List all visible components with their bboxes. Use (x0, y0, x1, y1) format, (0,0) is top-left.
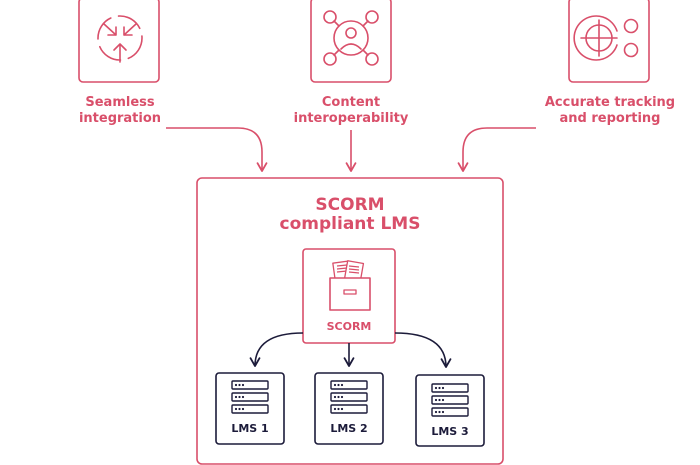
feature-seamless-integration: Seamless integration (78, 0, 161, 126)
feature-label-line2: integration (79, 111, 161, 126)
lms-server-box (314, 372, 384, 445)
server-icon (330, 380, 368, 414)
lms-server-label: LMS 1 (231, 422, 268, 435)
feature-icon-box (310, 0, 392, 83)
lms-server-box (215, 372, 285, 445)
seamless-integration-icon (97, 15, 143, 63)
feature-content-interoperability: Content interoperability (294, 0, 409, 126)
lms-server-3: LMS 3 (415, 374, 485, 447)
feature-label-line1: Accurate tracking (545, 95, 675, 110)
feature-label-line2: and reporting (560, 111, 661, 126)
server-icon (231, 380, 269, 414)
feature-label-line1: Seamless (85, 95, 155, 110)
arrow-scorm-to-lms3 (394, 332, 452, 368)
feature-icon-box (78, 0, 160, 83)
feature-label-line1: Content (322, 95, 380, 110)
scorm-package-icon (329, 260, 371, 311)
arrow-tracking-to-lms (457, 127, 536, 172)
lms-server-box (415, 374, 485, 447)
feature-icon-box (568, 0, 650, 83)
arrow-seamless-to-lms (166, 127, 268, 172)
lms-server-label: LMS 3 (431, 425, 468, 438)
lms-server-label: LMS 2 (330, 422, 367, 435)
scorm-package-label: SCORM (327, 320, 372, 333)
scorm-package: SCORM (302, 248, 396, 344)
lms-container: SCORM compliant LMS SCORM (196, 177, 504, 465)
arrow-scorm-to-lms1 (249, 332, 304, 367)
lms-server-2: LMS 2 (314, 372, 384, 445)
content-interoperability-icon (323, 10, 379, 66)
lms-server-1: LMS 1 (215, 372, 285, 445)
tracking-reporting-icon (573, 15, 639, 61)
feature-accurate-tracking: Accurate tracking and reporting (545, 0, 675, 126)
lms-title-line1: SCORM (315, 195, 384, 215)
lms-title-line2: compliant LMS (280, 214, 421, 234)
server-icon (431, 383, 469, 417)
feature-label-line2: interoperability (294, 111, 409, 126)
